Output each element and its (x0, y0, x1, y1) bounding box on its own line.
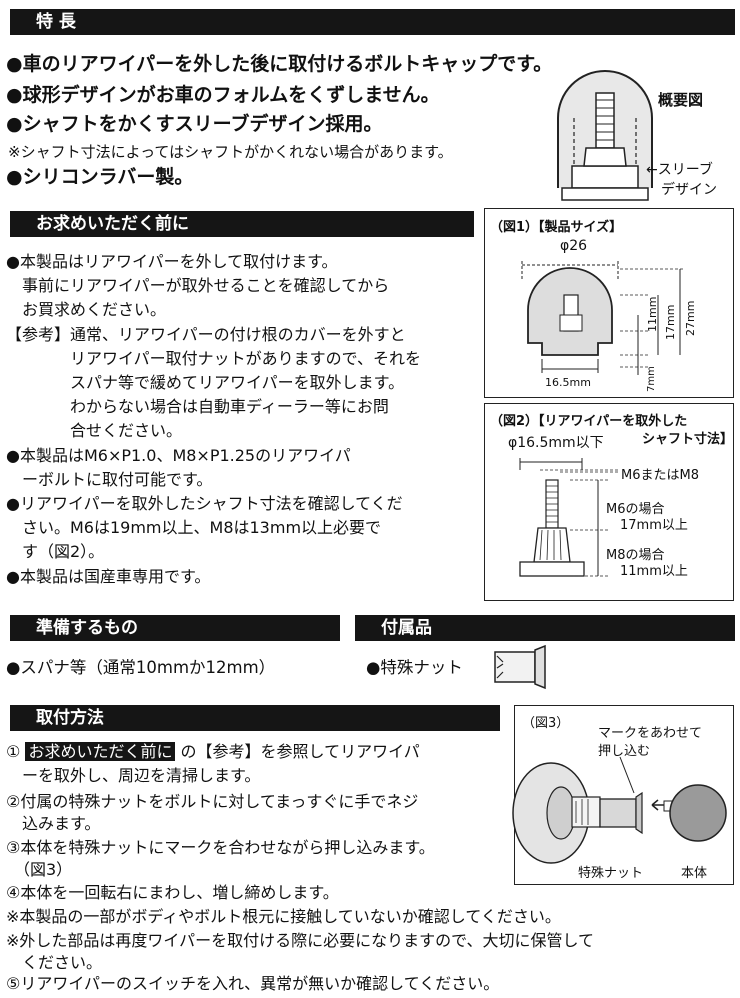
fig2-m6-case-label-2: 17mm以上 (620, 518, 688, 533)
before-line: さい。M6は19mm以上、M8は13mm以上必要で (6, 518, 382, 538)
before-line: お買求めください。 (6, 300, 167, 320)
fig2-m8-case-label-2: 11mm以上 (620, 564, 688, 579)
install-note-2-line-1: ※外した部品は再度ワイパーを取付ける際に必要になりますので、大切に保管して (6, 931, 594, 950)
before-line: ●本製品はリアワイパーを外して取付けます。 (6, 252, 338, 271)
feature-note: ※シャフト寸法によってはシャフトがかくれない場合があります。 (8, 143, 453, 161)
sleeve-label-1: ←スリーブ (646, 162, 713, 178)
step-1-number: ① (6, 742, 21, 761)
install-step-3-line-2: （図3） (6, 860, 73, 879)
product-size-diagram (521, 261, 685, 375)
before-purchase-text: ●本製品はリアワイパーを外して取付けます。 事前にリアワイパーが取外せることを確… (6, 250, 421, 589)
accessories-item: ●特殊ナット (366, 658, 463, 677)
fig1-7mm-label: 7mm (646, 366, 657, 392)
before-purchase-heading: お求めいただく前に (10, 211, 474, 237)
before-line: 事前にリアワイパーが取外せることを確認してから (6, 276, 390, 296)
install-step-5: ⑤リアワイパーのスイッチを入れ、異常が無いか確認してください。 (6, 974, 500, 993)
sleeve-label-2: デザイン (661, 182, 717, 198)
before-line: わからない場合は自動車ディーラー等にお問 (6, 397, 389, 417)
before-line: ●本製品はM6×P1.0、M8×P1.25のリアワイパ (6, 445, 351, 465)
feature-item-3: ●シャフトをかくすスリーブデザイン採用。 (6, 113, 383, 135)
step-1-text: の【参考】を参照してリアワイパ (180, 742, 420, 761)
fig1-base-width-label: 16.5mm (545, 376, 591, 389)
figure-2-caption-1: （図2）【リアワイパーを取外した (490, 414, 688, 429)
fig3-body-label: 本体 (681, 866, 708, 881)
fig3-mark-label-2: 押し込む (598, 744, 651, 759)
install-step-1: ① お求めいただく前に の【参考】を参照してリアワイパ (6, 740, 420, 764)
before-line: リアワイパー取付ナットがありますので、それを (6, 348, 422, 368)
accessories-heading: 付属品 (355, 615, 735, 641)
feature-item-1: ●車のリアワイパーを外した後に取付けるボルトキャップです。 (6, 53, 553, 75)
feature-item-2: ●球形デザインがお車のフォルムをくずしません。 (6, 84, 440, 106)
fig1-27mm-label: 27mm (684, 300, 697, 336)
install-step-1-line-2: ーを取外し、周辺を清掃します。 (6, 766, 261, 785)
shaft-dimension-diagram (519, 458, 620, 577)
before-line: スパナ等で緩めてリアワイパーを取外します。 (6, 373, 405, 393)
install-step-3-line-1: ③本体を特殊ナットにマークを合わせながら押し込みます。 (6, 838, 435, 857)
fig3-nut-label: 特殊ナット (578, 866, 644, 881)
before-line: 【参考】通常、リアワイパーの付け根のカバーを外すと (6, 324, 406, 344)
overview-diagram-title: 概要図 (658, 91, 704, 109)
install-step-2-line-2: 込みます。 (6, 814, 101, 833)
figure-3-caption: （図3） (522, 716, 570, 731)
fig2-m8-case-label-1: M8の場合 (606, 548, 665, 563)
prepare-item: ●スパナ等（通常10mmか12mm） (6, 658, 276, 677)
before-line: 合せください。 (6, 421, 183, 441)
before-line: ーボルトに取付可能です。 (6, 469, 213, 489)
step-1-reference-tag: お求めいただく前に (25, 742, 176, 761)
fig2-m6-or-m8-label: M6またはM8 (621, 468, 699, 483)
install-step-4: ④本体を一回転右にまわし、増し締めします。 (6, 883, 339, 902)
before-line: ●リアワイパーを取外したシャフト寸法を確認してくだ (6, 494, 403, 514)
features-heading: 特 長 (10, 9, 735, 35)
fig2-m6-case-label-1: M6の場合 (606, 502, 665, 517)
feature-item-4: ●シリコンラバー製。 (6, 166, 194, 188)
install-note-2-line-2: ください。 (6, 953, 103, 972)
fig1-diameter-label: φ26 (560, 238, 588, 254)
fig1-17mm-label: 17mm (664, 304, 677, 340)
figure-2-caption-2: シャフト寸法】 (642, 432, 734, 447)
fig2-diameter-label: φ16.5mm以下 (508, 435, 604, 451)
prepare-heading: 準備するもの (10, 615, 340, 641)
installation-diagram (512, 756, 727, 864)
before-line: す（図2）。 (6, 542, 105, 562)
install-heading: 取付方法 (10, 705, 500, 731)
install-note-1: ※本製品の一部がボディやボルト根元に接触していないか確認してください。 (6, 907, 561, 926)
overview-diagram (557, 70, 653, 201)
fig3-mark-label-1: マークをあわせて (598, 726, 703, 741)
fig1-11mm-label: 11mm (646, 296, 659, 332)
figure-1-caption: （図1）【製品サイズ】 (490, 220, 623, 235)
special-nut-icon (494, 644, 546, 690)
install-step-2-line-1: ②付属の特殊ナットをボルトに対してまっすぐに手でネジ (6, 792, 419, 811)
before-line: ●本製品は国産車専用です。 (6, 566, 211, 586)
